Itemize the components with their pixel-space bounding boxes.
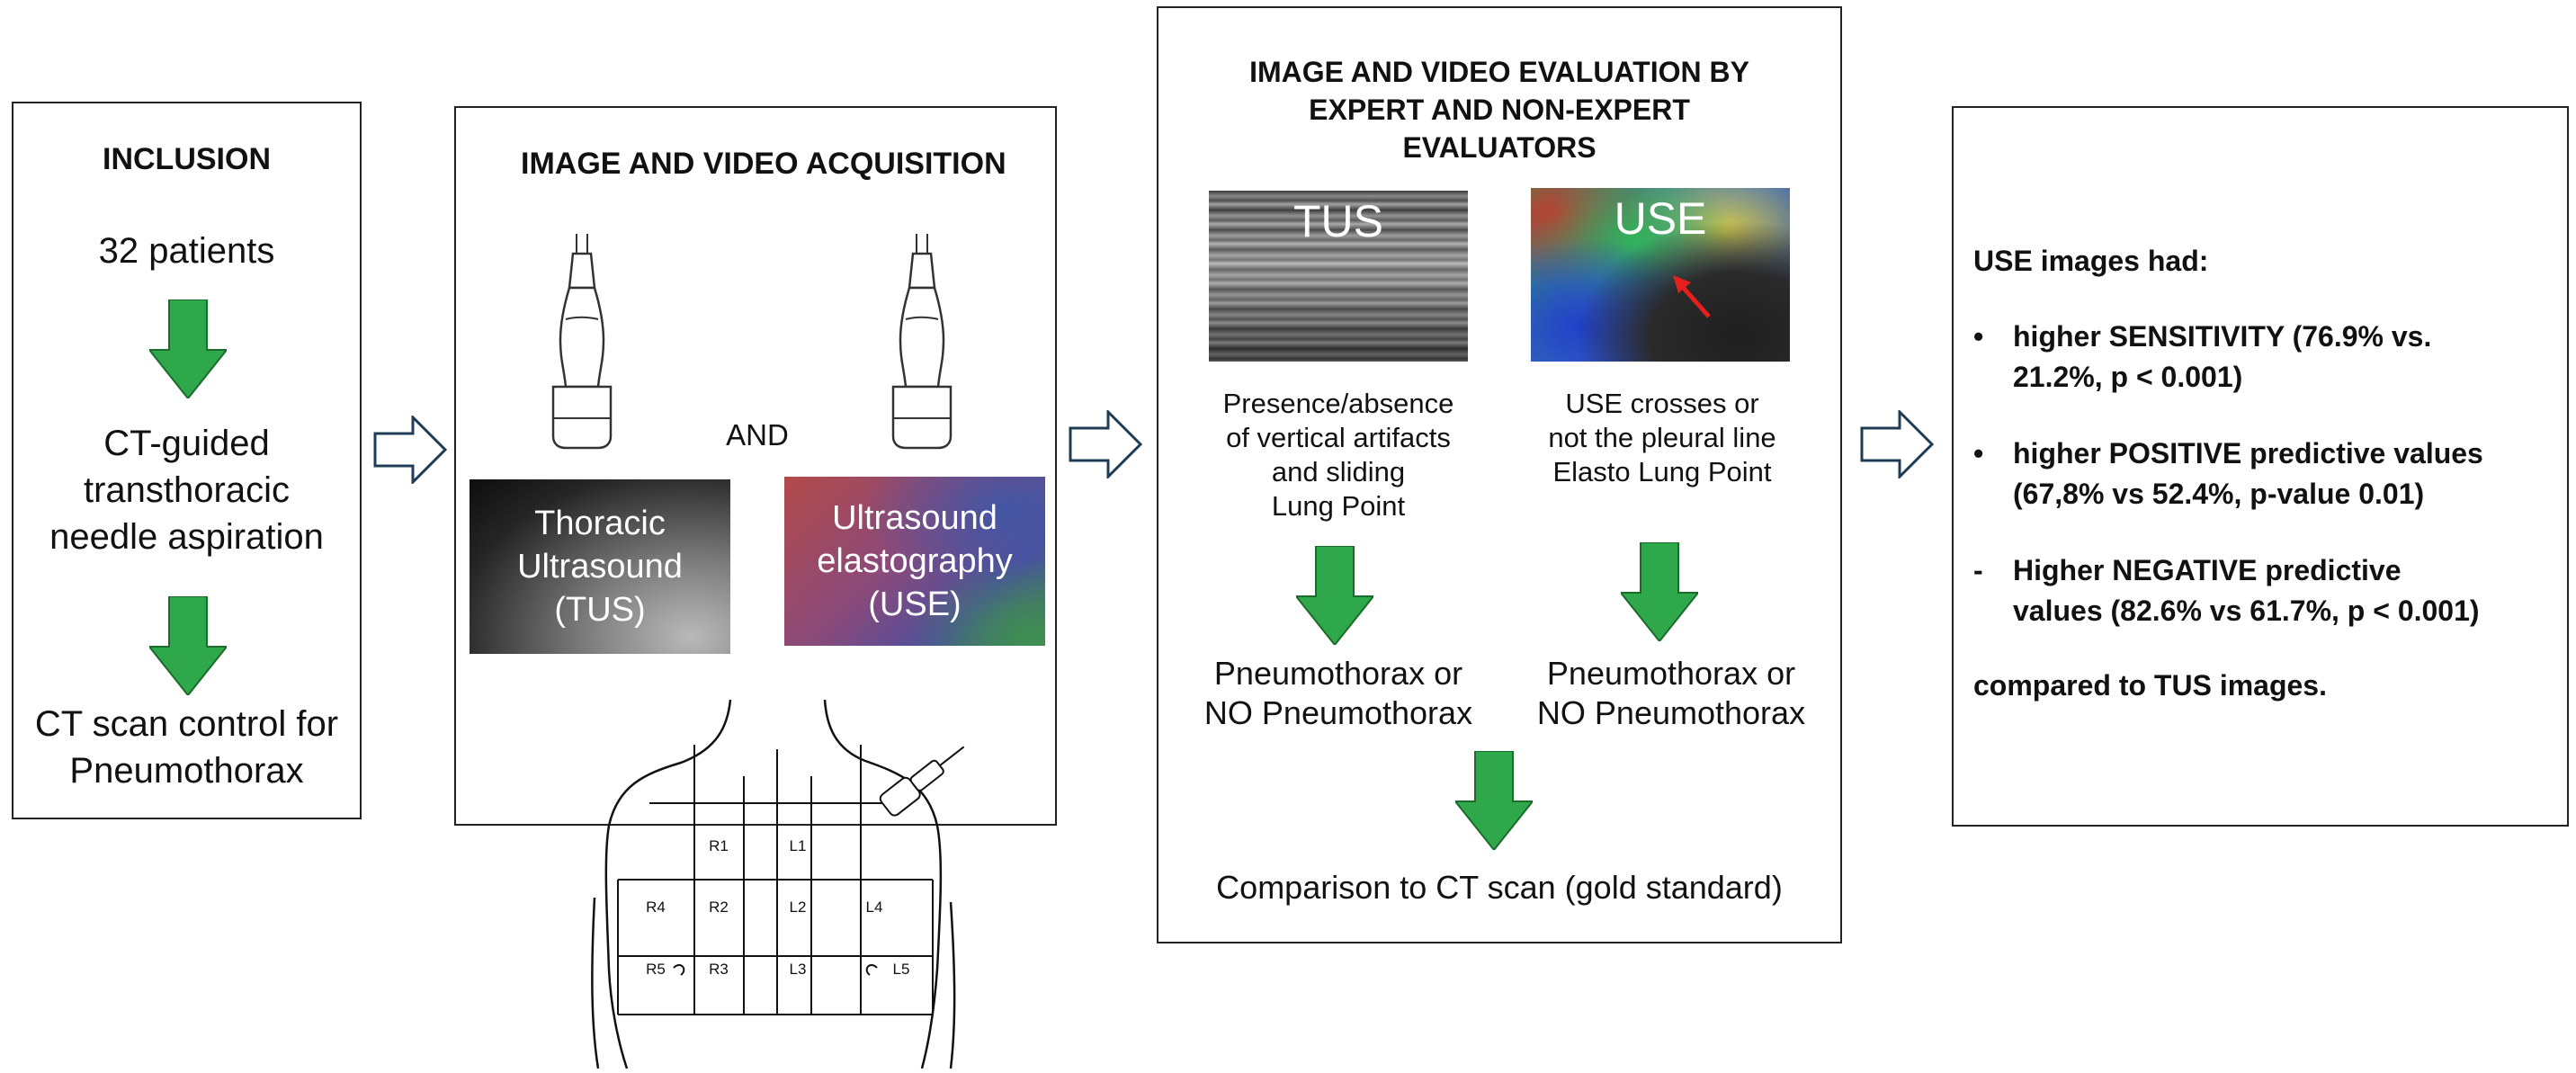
evaluation-title: IMAGE AND VIDEO EVALUATION BY EXPERT AND… bbox=[1249, 56, 1749, 164]
green-down-arrow-icon bbox=[149, 300, 227, 398]
results-box: USE images had: • higher SENSITIVITY (76… bbox=[1952, 106, 2569, 827]
zone-label: R5 bbox=[646, 961, 666, 978]
results-heading: USE images had: bbox=[1973, 245, 2209, 277]
inclusion-title: INCLUSION bbox=[103, 142, 271, 176]
chest-zones-diagram: R1 L1 R4 R2 L2 L4 R5 R3 L3 L5 bbox=[591, 699, 969, 1073]
hollow-right-arrow-icon bbox=[373, 416, 447, 484]
tus-outcome: Pneumothorax or NO Pneumothorax bbox=[1203, 655, 1473, 731]
procedure-text: CT-guided transthoracic needle aspiratio… bbox=[49, 424, 324, 557]
control-text: CT scan control for Pneumothorax bbox=[34, 704, 339, 791]
result-item: • higher SENSITIVITY (76.9% vs. 21.2%, p… bbox=[1973, 320, 2432, 393]
hollow-right-arrow-icon bbox=[1860, 410, 1934, 478]
tus-ultrasound-image: TUS bbox=[1209, 191, 1468, 362]
green-down-arrow-icon bbox=[149, 596, 227, 695]
results-footer: compared to TUS images. bbox=[1973, 669, 2327, 702]
evaluation-box: IMAGE AND VIDEO EVALUATION BY EXPERT AND… bbox=[1157, 6, 1842, 943]
use-panel: Ultrasound elastography (USE) bbox=[784, 477, 1045, 646]
green-down-arrow-icon bbox=[1296, 546, 1373, 645]
tus-criteria: Presence/absence of vertical artifacts a… bbox=[1222, 388, 1454, 522]
use-criteria: USE crosses or not the pleural line Elas… bbox=[1548, 388, 1776, 487]
and-label: AND bbox=[726, 418, 789, 452]
zone-label: L5 bbox=[893, 961, 910, 978]
zone-label: R4 bbox=[646, 899, 666, 916]
use-outcome: Pneumothorax or NO Pneumothorax bbox=[1536, 655, 1806, 731]
comparison-text: Comparison to CT scan (gold standard) bbox=[1216, 869, 1783, 906]
use-elastography-image: USE bbox=[1531, 188, 1790, 362]
red-arrow-icon bbox=[1673, 275, 1711, 318]
green-down-arrow-icon bbox=[1621, 542, 1698, 641]
acquisition-title: IMAGE AND VIDEO ACQUISITION bbox=[521, 147, 1006, 181]
zone-label: L2 bbox=[790, 899, 807, 916]
zone-label: R3 bbox=[709, 961, 729, 978]
patients-count: 32 patients bbox=[98, 231, 275, 271]
ultrasound-probe-icon bbox=[546, 234, 618, 454]
green-down-arrow-icon bbox=[1455, 751, 1533, 850]
result-item: - Higher NEGATIVE predictive values (82.… bbox=[1973, 554, 2480, 627]
hollow-right-arrow-icon bbox=[1069, 410, 1142, 478]
zone-label: L1 bbox=[790, 837, 807, 854]
inclusion-box: INCLUSION 32 patients CT-guided transtho… bbox=[12, 102, 362, 819]
zone-label: R2 bbox=[709, 899, 729, 916]
acquisition-box: IMAGE AND VIDEO ACQUISITION AND Thoracic… bbox=[454, 106, 1057, 1069]
result-item: • higher POSITIVE predictive values (67,… bbox=[1973, 437, 2483, 510]
zone-label: L3 bbox=[790, 961, 807, 978]
tus-panel: Thoracic Ultrasound (TUS) bbox=[470, 479, 730, 654]
ultrasound-probe-icon bbox=[886, 234, 958, 454]
zone-label: L4 bbox=[866, 899, 883, 916]
zone-label: R1 bbox=[709, 837, 729, 854]
